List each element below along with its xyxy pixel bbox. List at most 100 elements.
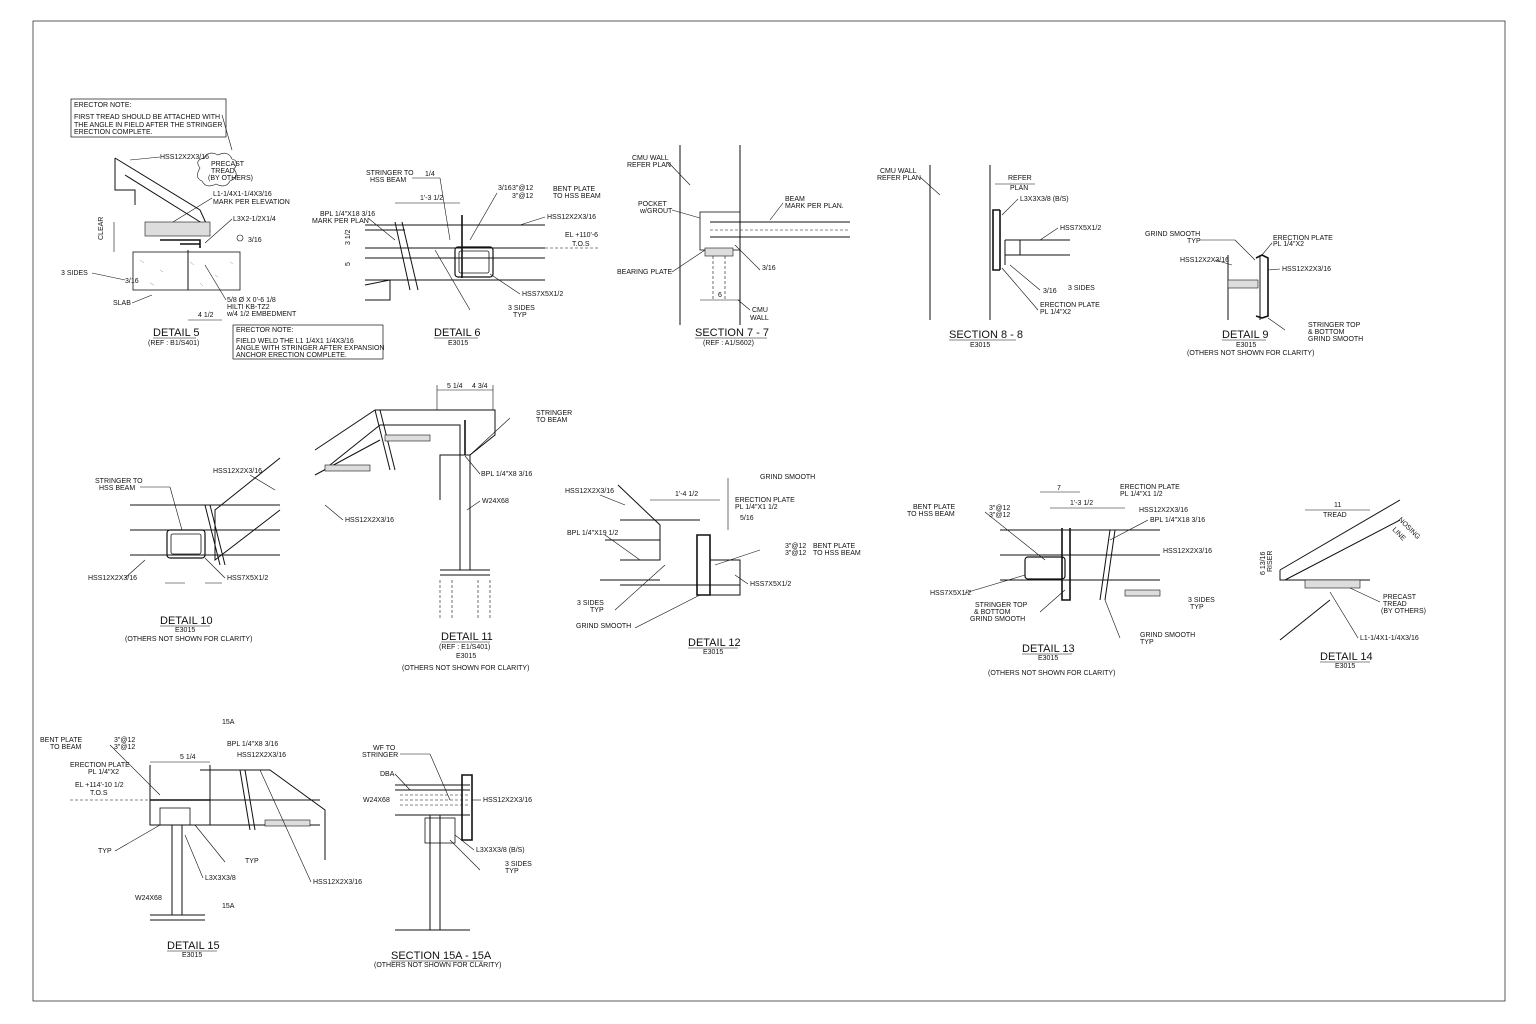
erection-plate-label: PL 1/4"X1 1/2 [735,504,778,511]
hss-label: HSS12X2X3/16 [160,154,209,161]
section-cut-marker: 15A [222,719,235,726]
dimension: 5 1/4 [447,383,463,390]
grind-label: GRIND SMOOTH [970,616,1025,623]
detail-10-title: DETAIL 10 [160,615,213,627]
section-15a-title: SECTION 15A - 15A [391,950,492,962]
stringer-label: STRINGER TO [95,478,143,485]
beam-label: BEAM [785,196,805,203]
elevation-label: EL +110'-6 [565,232,598,239]
weld-note: TYP [245,858,259,865]
hss-label: HSS12X2X3/16 [88,575,137,582]
detail-13: BENT PLATE TO HSS BEAM 3"@12 3"@12 7 1'-… [907,484,1215,677]
svg-text:5: 5 [345,262,352,266]
cmu-label: CMU [752,307,768,314]
detail-11-ref: E3015 [456,653,476,660]
angle-label: L3X3X3/8 (B/S) [1020,196,1069,203]
refer-label: REFER [1008,175,1032,182]
bent-plate-label: BENT PLATE [40,737,82,744]
cmu-label: REFER PLAN [877,175,921,182]
detail-9-title: DETAIL 9 [1222,329,1268,341]
detail-11-note: (OTHERS NOT SHOWN FOR CLARITY) [402,665,529,672]
dimension: 5 1/4 [180,754,196,761]
cmu-label: CMU WALL [880,168,917,175]
wf-label: WF TO [373,745,396,752]
dba-label: DBA [380,771,395,778]
wf-label: STRINGER [362,752,398,759]
bpl-label: BPL 1/4"X8 3/16 [481,471,532,478]
detail-11-ref: (REF : E1/S401) [439,644,490,651]
beam-label: W24X68 [482,498,509,505]
erection-plate-label: PL 1/4"X2 [88,769,119,776]
erection-plate-label: ERECTION PLATE [1273,235,1333,242]
grind-label: GRIND SMOOTH [1140,632,1195,639]
weld-symbol: 3"@12 [989,512,1010,519]
hss-label: HSS7X5X1/2 [750,581,791,588]
weld-note: TYP [590,607,604,614]
weld-note: TYP [505,868,519,875]
detail-12: GRIND SMOOTH HSS12X2X3/16 1'-4 1/2 ERECT… [565,474,861,656]
erector-note-2-title: ERECTOR NOTE: [236,327,293,334]
tos-label: T.O.S [572,241,590,248]
erection-plate-label: ERECTION PLATE [1120,484,1180,491]
weld-symbol: 3"@12 [785,543,806,550]
section-8-8: CMU WALL REFER PLAN REFER PLAN L3X3X3/8 … [877,165,1101,349]
erection-plate-label: ERECTION PLATE [1040,302,1100,309]
dimension: 4 1/2 [198,312,214,319]
cmu-label: WALL [750,315,769,322]
beam-label: W24X68 [363,797,390,804]
section-8-title: SECTION 8 - 8 [949,329,1023,341]
hss-label: HSS7X5X1/2 [522,291,563,298]
weld-symbol: 3"@12 [989,505,1010,512]
detail-11-title: DETAIL 11 [441,631,493,643]
anchor-label: HILTI KB-TZ2 [227,304,270,311]
precast-label: (BY OTHERS) [1381,608,1426,615]
erection-plate-label: ERECTION PLATE [70,762,130,769]
section-15a: WF TO STRINGER DBA W24X68 HSS12X2X3/16 L… [362,745,532,969]
bpl-label: BPL 1/4"X8 3/16 [227,741,278,748]
bent-plate-label: TO HSS BEAM [907,511,955,518]
weld-symbol: 3/16 [248,237,262,244]
bent-plate-label: BENT PLATE [913,504,955,511]
detail-6-ref: E3015 [448,340,468,347]
stringer-label: STRINGER TO [366,170,414,177]
pocket-label: POCKET [638,201,668,208]
erector-note-2-text: ANCHOR ERECTION COMPLETE. [236,352,347,359]
tread-label: TREAD [1323,512,1347,519]
angle-label: L1-1/4X1-1/4X3/16 [213,191,272,198]
detail-9: GRIND SMOOTH TYP ERECTION PLATE PL 1/4"X… [1145,231,1363,357]
three-sides-label: 3 SIDES [61,270,88,277]
angle-label: L3X2-1/2X1/4 [233,216,276,223]
hss-label: HSS12X2X3/16 [1282,266,1331,273]
weld-note: 3 SIDES [577,600,604,607]
detail-15: 15A 15A BENT PLATE TO BEAM 3"@12 3"@12 B… [40,719,362,959]
hss-label: HSS12X2X3/16 [547,214,596,221]
weld-note: 3 SIDES [508,305,535,312]
cmu-label: CMU WALL [632,155,669,162]
erector-note-1-text: ERECTION COMPLETE. [74,129,153,136]
weld-note: TYP [513,312,527,319]
detail-13-note: (OTHERS NOT SHOWN FOR CLARITY) [988,670,1115,677]
dimension: 11 [1334,502,1341,509]
bent-plate-label: BENT PLATE [813,543,855,550]
detail-14-title: DETAIL 14 [1320,651,1373,663]
detail-12-title: DETAIL 12 [688,637,741,649]
grind-label: GRIND SMOOTH [1145,231,1200,238]
weld-symbol: 5/16 [740,515,754,522]
dimension: 1'-3 1/2 [1070,500,1093,507]
stringer-label: TO BEAM [536,417,568,424]
hss-label: HSS12X2X3/16 [1139,507,1188,514]
hss-label: HSS7X5X1/2 [227,575,268,582]
hss-label: HSS7X5X1/2 [930,590,971,597]
section-7-title: SECTION 7 - 7 [695,327,769,339]
grind-label: TYP [1140,639,1154,646]
erector-note-2-text: FIELD WELD THE L1 1/4X1 1/4X3/16 [236,338,354,345]
precast-label: TREAD [1383,601,1407,608]
detail-10-note: (OTHERS NOT SHOWN FOR CLARITY) [125,636,252,643]
hss-label: HSS12X2X3/16 [1180,257,1229,264]
refer-label: PLAN [1010,185,1028,192]
bent-plate-label: TO HSS BEAM [813,550,861,557]
bpl-label: BPL 1/4"X19 1/2 [567,530,618,537]
weld-note: TYP [1190,604,1204,611]
beam-label: W24X68 [135,895,162,902]
weld-symbol: 3/16 [125,278,139,285]
